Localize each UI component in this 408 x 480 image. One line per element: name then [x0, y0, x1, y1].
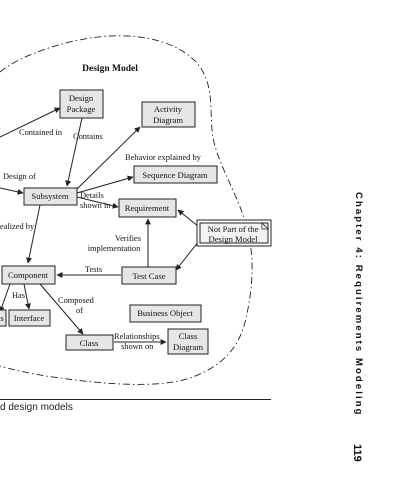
design-model-title: Design Model: [82, 64, 138, 74]
node-left-partial: s: [0, 309, 7, 327]
label-composed: Composed: [58, 296, 95, 305]
edges: [0, 107, 200, 345]
caption-rule: [0, 399, 271, 400]
label-behavior-explained-by: Behavior explained by: [125, 153, 202, 162]
edge-notpart-testcase: [175, 240, 200, 271]
node-test-case: Test Case: [121, 266, 177, 285]
note-icon: [261, 222, 269, 230]
running-header: Chapter 4: Requirements Modeling: [346, 192, 370, 422]
label-design-of: Design of: [3, 172, 36, 181]
edge-behavior-explained-by: [76, 175, 134, 194]
edge-labels: Contained in Contains Behavior explained…: [0, 128, 202, 351]
page-number: 119: [347, 444, 367, 468]
edge-contained-in: [0, 107, 61, 138]
svg-text:Not Part of the: Not Part of the: [208, 224, 259, 234]
label-tests: Tests: [85, 265, 102, 274]
edge-details-shown-in: [76, 196, 119, 209]
svg-text:Test Case: Test Case: [132, 271, 165, 281]
svg-text:Requirement: Requirement: [125, 203, 170, 213]
svg-text:Diagram: Diagram: [153, 115, 183, 125]
node-sequence-diagram: Sequence Diagram: [133, 165, 218, 184]
svg-text:Design: Design: [69, 93, 94, 103]
svg-text:Class: Class: [179, 331, 198, 341]
edge-design-of: [0, 187, 24, 195]
edge-activity: [76, 126, 141, 190]
node-component: Component: [1, 265, 56, 285]
node-business-object: Business Object: [129, 304, 202, 323]
svg-text:Business Object: Business Object: [137, 308, 193, 318]
edge-contains: [65, 117, 83, 187]
svg-text:Interface: Interface: [14, 313, 45, 323]
label-shown-on: shown on: [121, 342, 154, 351]
label-details: Details: [80, 191, 104, 200]
edge-has: [23, 283, 31, 310]
svg-text:Package: Package: [67, 104, 96, 114]
figure-caption: d design models: [0, 402, 73, 413]
page-number-text: 119: [351, 444, 363, 462]
svg-text:Diagram: Diagram: [173, 342, 203, 352]
node-activity-diagram: Activity Diagram: [141, 101, 196, 128]
node-design-package: Design Package: [59, 89, 104, 119]
label-verifies: Verifies: [115, 234, 141, 243]
label-of: of: [76, 306, 83, 315]
label-implementation: implementation: [88, 244, 141, 253]
label-has: Has: [12, 291, 25, 300]
label-relationships: Relationships: [114, 332, 160, 341]
edge-composed-of: [39, 283, 84, 335]
label-contained-in: Contained in: [19, 128, 63, 137]
svg-text:Design Model: Design Model: [209, 234, 259, 244]
svg-text:s: s: [0, 313, 4, 323]
node-class: Class: [65, 334, 114, 351]
svg-text:Component: Component: [8, 270, 49, 280]
svg-text:Subsystem: Subsystem: [31, 191, 69, 201]
node-subsystem: Subsystem: [23, 187, 78, 206]
node-interface: Interface: [8, 309, 51, 327]
svg-text:Activity: Activity: [154, 104, 183, 114]
label-realized-by: ealized by: [0, 222, 35, 231]
node-class-diagram: Class Diagram: [167, 328, 209, 355]
label-shown-in: shown in: [80, 201, 111, 210]
edge-realized-by: [26, 204, 41, 264]
node-requirement: Requirement: [118, 198, 177, 218]
svg-text:Sequence Diagram: Sequence Diagram: [142, 170, 207, 180]
edge-notpart-requirement: [177, 209, 200, 228]
edge-component-interface-left: [0, 283, 11, 313]
svg-text:Class: Class: [80, 338, 99, 348]
node-not-part-of-design-model: Not Part of the Design Model: [196, 219, 272, 247]
label-contains: Contains: [73, 132, 103, 141]
running-header-text: Chapter 4: Requirements Modeling: [353, 192, 364, 417]
